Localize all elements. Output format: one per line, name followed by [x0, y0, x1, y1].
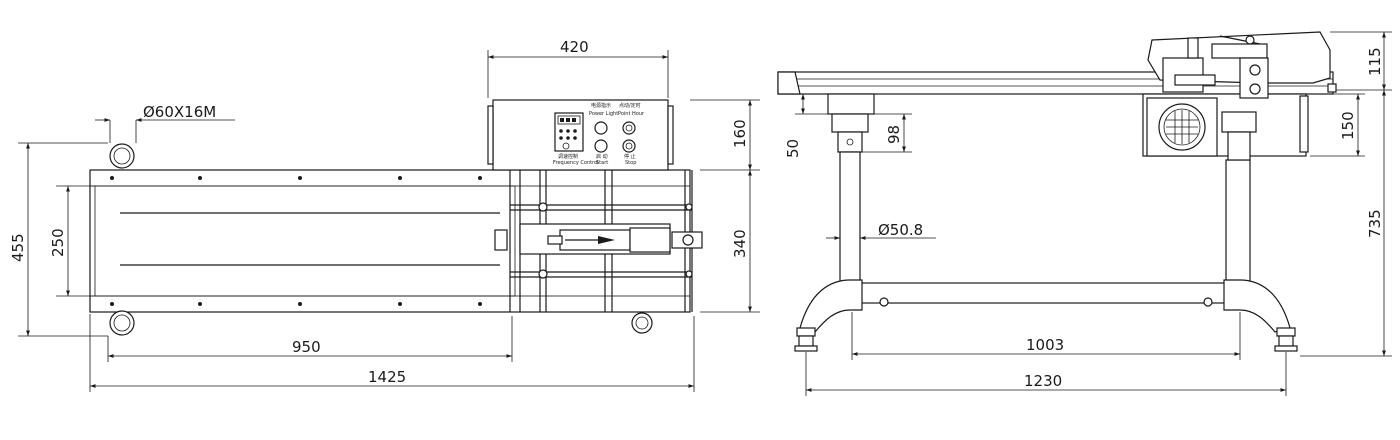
- point-hour-en: Point Hour: [618, 111, 645, 117]
- power-light-cn: 电源指示: [591, 102, 611, 109]
- dim-50: 50: [784, 139, 802, 158]
- dim-420: 420: [560, 38, 589, 56]
- control-box: 电源指示 Power Light 点动/定时 Point Hour 调速控制 F…: [487, 99, 674, 171]
- left-foot: [799, 279, 863, 333]
- stop-cn: 停 止: [624, 153, 636, 160]
- dim-1003: 1003: [1026, 336, 1064, 354]
- dim-455: 455: [9, 233, 27, 262]
- freq-control-cn: 调速控制: [558, 153, 578, 160]
- start-cn: 启 动: [596, 153, 608, 160]
- wheel-spec: Ø60X16M: [143, 103, 216, 121]
- stop-button: [622, 139, 636, 153]
- right-pillar: [1225, 159, 1251, 283]
- conveyor-belt: [94, 185, 516, 297]
- dim-735: 735: [1366, 209, 1384, 238]
- stop-en: Stop: [625, 160, 636, 166]
- side-sealing-head: [1142, 31, 1337, 161]
- dim-950: 950: [292, 338, 321, 356]
- dim-pillar-diameter: Ø50.8: [878, 221, 923, 239]
- dim-1425: 1425: [368, 368, 406, 386]
- sealing-head: [494, 223, 703, 255]
- start-en: Start: [596, 160, 608, 166]
- dim-98: 98: [885, 125, 903, 144]
- dim-1230: 1230: [1024, 372, 1062, 390]
- start-button: [594, 139, 608, 153]
- frame-screws: [110, 176, 482, 306]
- point-hour-cn: 点动/定时: [619, 102, 641, 109]
- dim-115: 115: [1366, 47, 1384, 76]
- left-pillar: [839, 151, 861, 283]
- power-light-indicator: [594, 121, 608, 135]
- dim-160: 160: [731, 119, 749, 148]
- side-view: 115 150 735 50 98 Ø50.8 1003 1230: [777, 31, 1392, 396]
- power-light-en: Power Light: [589, 111, 618, 117]
- top-view: 电源指示 Power Light 点动/定时 Point Hour 调速控制 F…: [9, 38, 760, 392]
- freq-control-en: Frequency Control: [553, 160, 599, 166]
- dim-150: 150: [1339, 111, 1357, 140]
- dim-340: 340: [731, 229, 749, 258]
- caster-wheels: [109, 143, 653, 336]
- right-foot: [1223, 279, 1291, 333]
- point-hour-switch: [622, 121, 636, 135]
- cross-beam: [859, 282, 1227, 304]
- dim-250: 250: [49, 228, 67, 257]
